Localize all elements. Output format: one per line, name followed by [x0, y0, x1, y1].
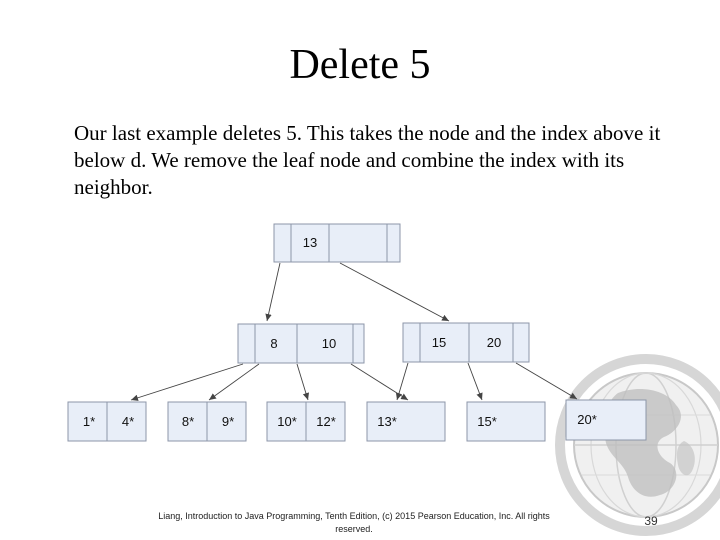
tree-edges — [130, 262, 578, 401]
tree-edge-6 — [350, 363, 409, 401]
leaf-node-4-key: 13* — [377, 414, 397, 429]
tree-edge-9 — [515, 362, 578, 400]
root-node-key: 13 — [303, 235, 317, 250]
leaf-node-6-box — [565, 399, 647, 441]
leaf-node-2: 8* 9* — [167, 401, 247, 442]
leaf-node-6: 20* — [565, 399, 647, 441]
page-number: 39 — [644, 514, 658, 528]
slide-footer: Liang, Introduction to Java Programming,… — [158, 511, 550, 534]
leaf-node-1-key: 4* — [122, 414, 134, 429]
tree-edge-1 — [265, 262, 281, 322]
tree-edge-4 — [208, 363, 260, 401]
leaf-node-4: 13* — [366, 401, 446, 442]
leaf-node-6-key: 20* — [577, 412, 597, 427]
leaf-node-5-key: 15* — [477, 414, 497, 429]
leaf-node-5-box — [466, 401, 546, 442]
leaf-node-4-box — [366, 401, 446, 442]
index-node-2-key: 20 — [487, 335, 501, 350]
leaf-node-3: 10* 12* — [266, 401, 346, 442]
slide-title: Delete 5 — [289, 42, 431, 88]
slide-body-text: Our last example deletes 5. This takes t… — [74, 121, 661, 199]
index-node-2-key: 15 — [432, 335, 446, 350]
leaf-node-3-key: 12* — [316, 414, 336, 429]
index-node-1-key: 8 — [270, 336, 277, 351]
leaf-node-5: 15* — [466, 401, 546, 442]
tree-edge-3 — [130, 363, 244, 401]
index-node-1-key: 10 — [322, 336, 336, 351]
tree-edge-5 — [296, 363, 310, 401]
index-node-1: 8 10 — [237, 323, 365, 364]
tree-edge-7 — [395, 362, 409, 401]
leaf-node-1-key: 1* — [83, 414, 95, 429]
index-node-1-box — [237, 323, 365, 364]
leaf-node-2-key: 9* — [222, 414, 234, 429]
leaf-node-3-key: 10* — [277, 414, 297, 429]
root-node: 13 — [273, 223, 401, 263]
leaf-node-2-key: 8* — [182, 414, 194, 429]
tree-edge-2 — [339, 262, 450, 322]
root-node-box — [273, 223, 401, 263]
tree-edge-8 — [467, 362, 483, 401]
leaf-node-1: 1* 4* — [67, 401, 147, 442]
index-node-2-box — [402, 322, 530, 363]
